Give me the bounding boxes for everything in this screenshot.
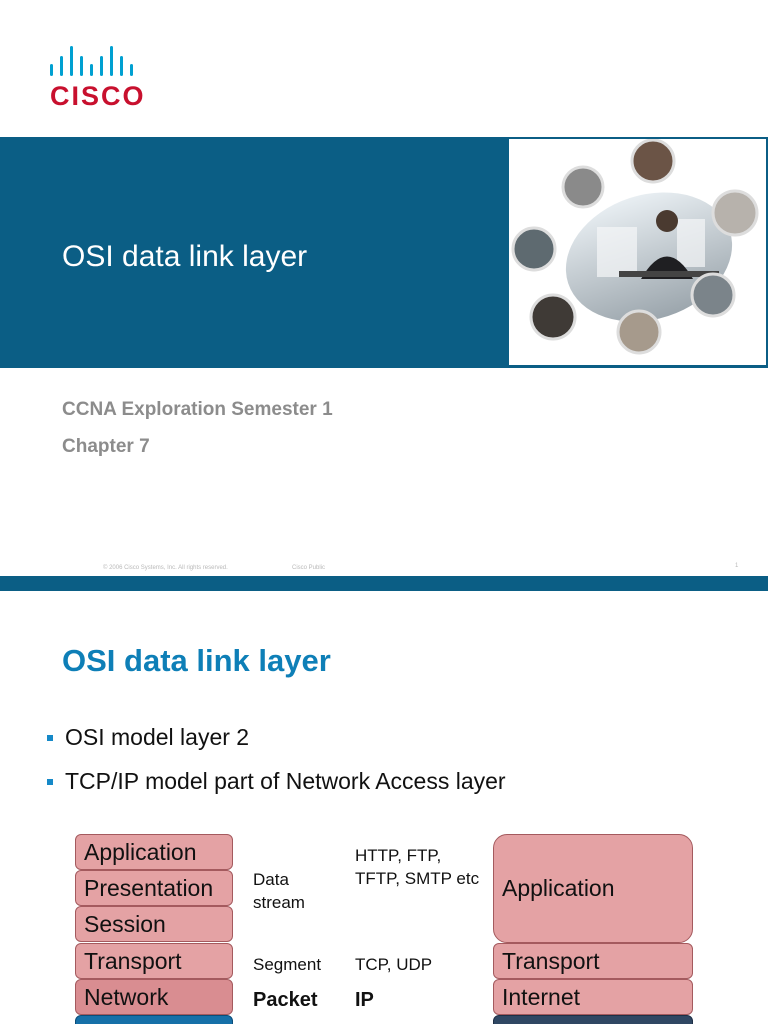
footer-classification: Cisco Public: [292, 565, 326, 571]
bullet-square-icon: [47, 734, 53, 741]
bullet-item: OSI model layer 2: [47, 724, 249, 751]
slide-divider-bar: [0, 576, 768, 591]
osi-layer-network: Network: [75, 979, 233, 1015]
cisco-logo-bars-icon: [50, 42, 175, 76]
people-photo-collage: [509, 139, 766, 365]
tcpip-layer-network-access: [493, 1015, 693, 1024]
pdu-segment: Segment: [253, 955, 322, 974]
tcpip-layer-internet: Internet: [493, 979, 693, 1015]
bullet-item: TCP/IP model part of Network Access laye…: [47, 768, 506, 795]
osi-layer-data-link: [75, 1015, 233, 1024]
bullet-square-icon: [47, 778, 53, 785]
pdu-packet: Packet: [253, 989, 318, 1011]
bullet-text: OSI model layer 2: [65, 724, 250, 750]
osi-layer-session: Session: [75, 906, 233, 942]
tcpip-layer-transport: Transport: [493, 943, 693, 979]
bullet-text: TCP/IP model part of Network Access laye…: [65, 768, 506, 794]
osi-layer-transport: Transport: [75, 943, 233, 979]
cisco-logo-text: CISCO: [50, 81, 146, 111]
photo-collage-image: [511, 139, 759, 355]
page-number: 1: [735, 563, 739, 569]
title-band: OSI data link layer: [0, 137, 768, 368]
protocols-network: IP: [355, 989, 374, 1011]
content-slide: OSI data link layer OSI model layer 2 TC…: [0, 591, 768, 1024]
cisco-logo: CISCO: [50, 42, 175, 112]
slide-title: OSI data link layer: [62, 240, 308, 273]
protocols-transport: TCP, UDP: [355, 955, 433, 974]
osi-layer-presentation: Presentation: [75, 870, 233, 906]
title-slide: CISCO OSI data link layer: [0, 42, 768, 571]
pdu-data-stream: Data stream: [253, 870, 305, 912]
footer-copyright: © 2006 Cisco Systems, Inc. All rights re…: [103, 565, 228, 571]
course-subtitle: CCNA Exploration Semester 1: [62, 399, 333, 420]
tcpip-layer-application: Application: [493, 834, 693, 943]
chapter-subtitle: Chapter 7: [62, 436, 150, 457]
osi-layer-application: Application: [75, 834, 233, 870]
protocols-application: HTTP, FTP, TFTP, SMTP etc: [355, 846, 480, 888]
content-title: OSI data link layer: [62, 643, 331, 678]
